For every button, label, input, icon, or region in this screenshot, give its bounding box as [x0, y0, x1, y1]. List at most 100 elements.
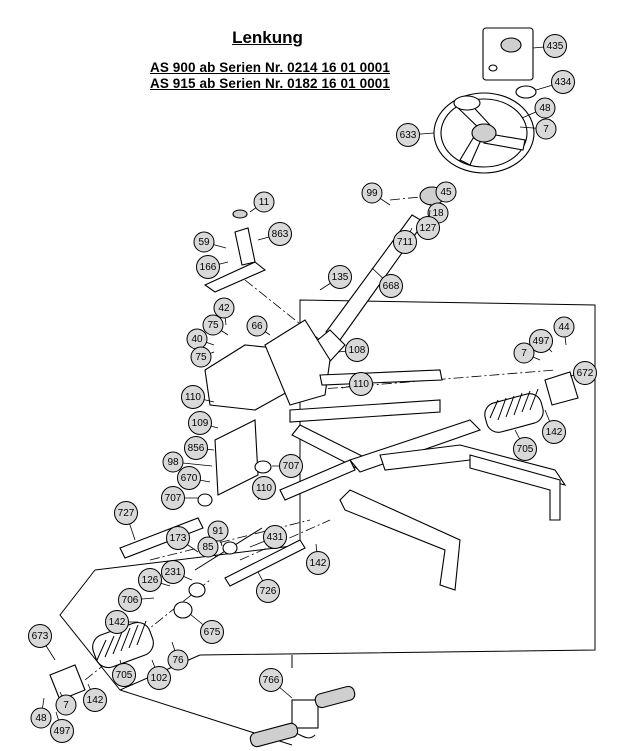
callout-bubble [167, 649, 189, 671]
part-callout: 726 [256, 571, 280, 603]
callout-number: 135 [332, 272, 349, 283]
callout-number: 497 [54, 726, 71, 737]
callout-number: 40 [191, 334, 203, 345]
part-callout: 76 [167, 641, 189, 671]
callout-number: 7 [63, 700, 69, 711]
part-callout: 44 [553, 316, 575, 346]
callout-bubble [162, 451, 184, 473]
callout-bubble [50, 719, 74, 743]
part-callout: 435 [532, 34, 567, 58]
callout-bubble [200, 620, 224, 644]
callout-bubble [30, 707, 52, 729]
callout-bubble [361, 182, 383, 204]
callout-bubble [83, 688, 107, 712]
callout-number: 44 [558, 322, 570, 333]
part-callout: 110 [181, 385, 215, 409]
callout-number: 166 [200, 262, 217, 273]
callout-bubble [513, 342, 535, 364]
part-callout: 102 [147, 659, 171, 690]
main-frame [204, 319, 567, 591]
callout-bubble [181, 385, 205, 409]
callout-bubble [184, 436, 208, 460]
callout-number: 75 [195, 352, 207, 363]
part-callout: 673 [28, 624, 56, 661]
serial-line-as900: AS 900 ab Serien Nr. 0214 16 01 0001 [150, 60, 391, 75]
callout-number: 127 [420, 223, 437, 234]
callout-bubble [28, 624, 52, 648]
callout-bubble [112, 663, 136, 687]
callout-bubble [553, 316, 575, 338]
part-callout: 675 [189, 613, 224, 644]
callout-bubble [529, 329, 553, 353]
steering-wheel [433, 92, 535, 174]
part-callout: 42 [213, 297, 235, 326]
callout-bubble [207, 520, 229, 542]
callout-number: 711 [397, 237, 413, 248]
callout-number: 85 [202, 542, 214, 553]
part-callout: 135 [319, 265, 352, 291]
callout-number: 766 [263, 675, 280, 686]
callout-number: 66 [251, 321, 263, 332]
part-callout: 727 [114, 501, 138, 541]
callout-number: 142 [109, 617, 126, 628]
serial-line-as915: AS 915 ab Serien Nr. 0182 16 01 0001 [150, 76, 391, 91]
callout-number: 91 [212, 526, 224, 537]
part-callout: 99 [361, 182, 391, 206]
callout-number: 109 [192, 418, 209, 429]
part-callout: 173 [166, 526, 199, 553]
callout-bubble [118, 588, 142, 612]
callout-bubble [345, 338, 369, 362]
mounting-bracket [203, 209, 267, 293]
steering-column [302, 186, 445, 371]
callout-bubble [196, 255, 220, 279]
rod-727 [119, 517, 204, 559]
part-callout: 85 [197, 536, 219, 558]
callout-number: 48 [539, 103, 551, 114]
cap-detail-box [482, 27, 534, 81]
part-callout: 7 [513, 342, 541, 364]
part-callout: 711 [393, 227, 417, 254]
callout-number: 727 [118, 508, 135, 519]
callout-number: 7 [543, 124, 549, 135]
callout-bubble [543, 34, 567, 58]
part-callout: 75 [202, 314, 229, 336]
callout-number: 435 [547, 41, 564, 52]
page-title: Lenkung [232, 28, 303, 47]
callout-bubble [259, 668, 283, 692]
callout-bubble [147, 666, 171, 690]
part-callout: 434 [535, 70, 575, 94]
callout-bubble [252, 476, 276, 500]
callout-bubble [542, 420, 566, 444]
callout-number: 76 [172, 655, 184, 666]
part-callout: 668 [371, 267, 403, 298]
part-callout: 11 [249, 191, 275, 213]
callout-bubble [166, 526, 190, 550]
part-callout: 863 [257, 222, 292, 246]
part-callout: 59 [193, 231, 227, 253]
callout-number: 431 [267, 532, 284, 543]
callout-bubble [161, 486, 185, 510]
callout-bubble [513, 437, 537, 461]
callout-number: 142 [87, 695, 104, 706]
callout-layer: 4354344876334518991277111186359166135668… [28, 34, 597, 743]
part-callout: 705 [513, 429, 537, 461]
callout-bubble [535, 118, 557, 140]
callout-number: 705 [116, 670, 133, 681]
callout-number: 675 [204, 627, 221, 638]
part-callout: 40 [186, 328, 215, 350]
callout-bubble [161, 560, 185, 584]
part-callout: 670 [177, 466, 211, 490]
part-callout: 497 [50, 711, 74, 743]
part-callout: 75 [190, 346, 215, 368]
callout-number: 142 [310, 558, 327, 569]
callout-bubble [246, 315, 268, 337]
callout-number: 18 [432, 208, 444, 219]
callout-bubble [188, 411, 212, 435]
part-callout: 98 [162, 451, 213, 473]
part-callout: 142 [306, 543, 330, 575]
part-callout: 633 [396, 123, 435, 147]
part-callout: 231 [161, 560, 193, 584]
callout-number: 497 [533, 336, 550, 347]
callout-bubble [202, 314, 224, 336]
